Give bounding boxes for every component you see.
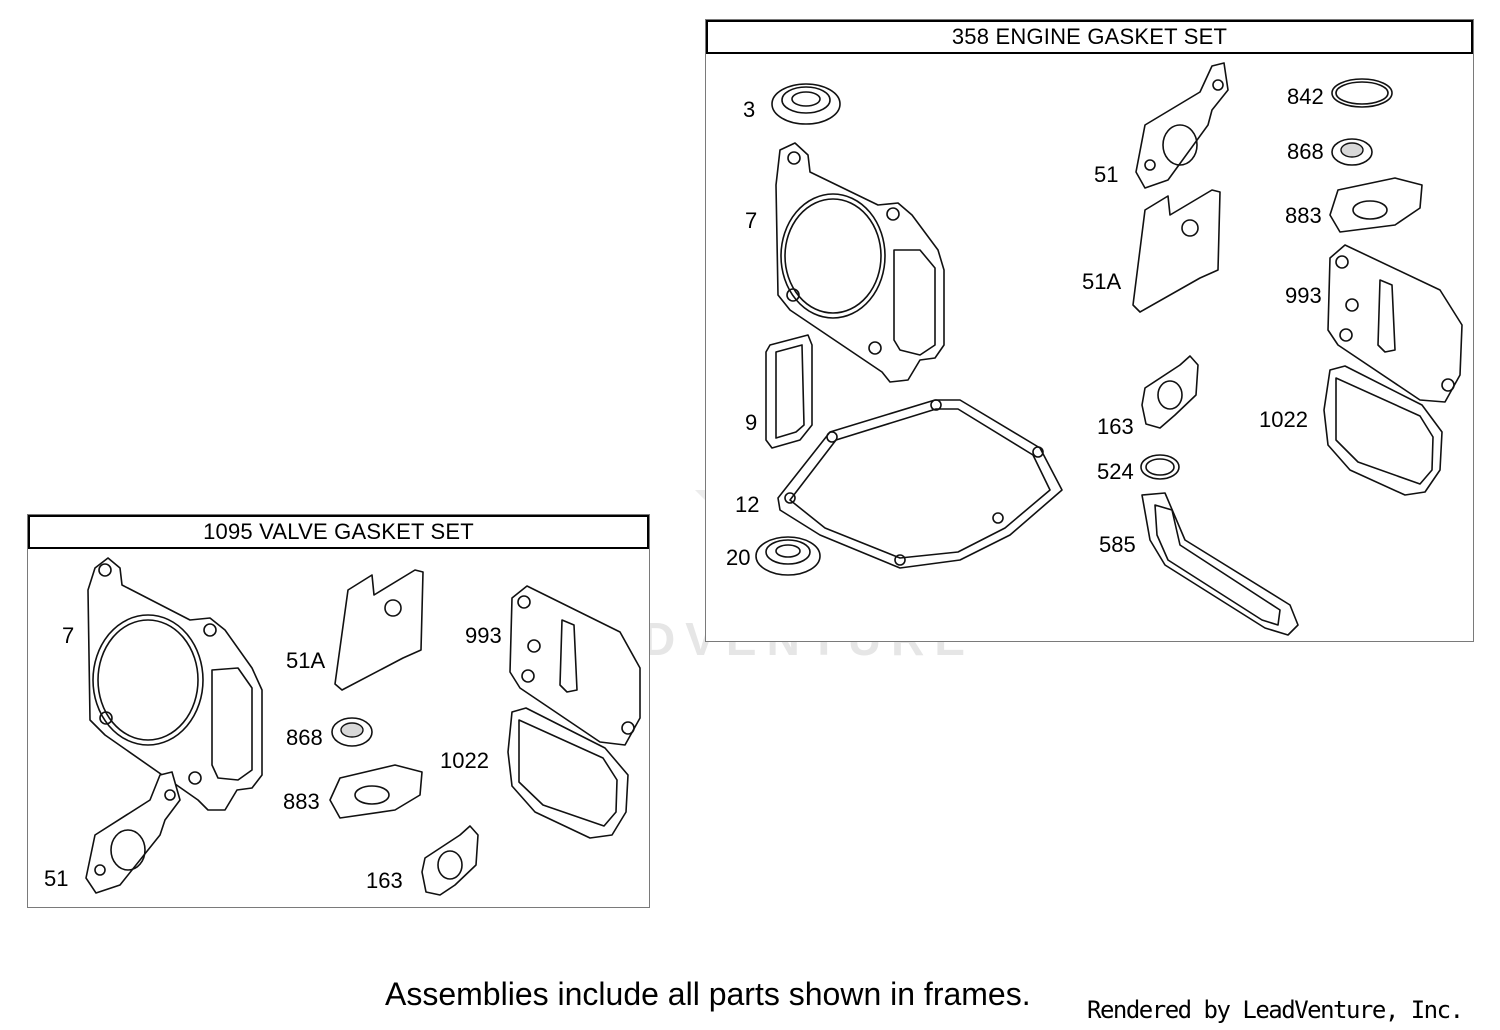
engine-callout-9: 9 — [745, 410, 758, 435]
part-9-gasket — [765, 334, 813, 449]
valve-callout-163: 163 — [366, 868, 403, 893]
part-868-seal — [1331, 138, 1373, 166]
part-1022-gasket — [1323, 365, 1443, 496]
engine-callout-883: 883 — [1285, 203, 1322, 228]
engine-callout-1022: 1022 — [1259, 407, 1308, 432]
part-883-gasket-valve — [329, 764, 423, 819]
part-993-gasket — [1327, 244, 1463, 403]
part-993-gasket-valve — [509, 585, 641, 746]
part-163-gasket — [1141, 355, 1199, 429]
valve-callout-7: 7 — [62, 623, 75, 648]
part-51-gasket-valve — [85, 771, 181, 894]
valve-callout-51: 51 — [44, 866, 69, 891]
part-524-ring — [1140, 454, 1180, 480]
engine-callout-842: 842 — [1287, 84, 1324, 109]
part-51a-plate — [1132, 189, 1221, 313]
rendered-by-credit: Rendered by LeadVenture, Inc. — [1087, 996, 1464, 1024]
part-12-crankcase-gasket — [777, 399, 1063, 569]
part-883-gasket — [1329, 177, 1423, 233]
valve-callout-1022: 1022 — [440, 748, 489, 773]
engine-callout-12: 12 — [735, 492, 760, 517]
part-7-head-gasket-valve — [87, 557, 263, 811]
valve-gasket-set-title: 1095 VALVE GASKET SET — [28, 515, 649, 549]
part-51a-plate-valve — [334, 569, 424, 691]
engine-callout-3: 3 — [743, 97, 756, 122]
engine-callout-868: 868 — [1287, 139, 1324, 164]
engine-callout-585: 585 — [1099, 532, 1136, 557]
engine-callout-993: 993 — [1285, 283, 1322, 308]
valve-callout-993: 993 — [465, 623, 502, 648]
part-51-gasket — [1135, 62, 1229, 189]
part-7-head-gasket — [775, 142, 945, 383]
part-842-ring — [1331, 78, 1393, 108]
part-163-gasket-valve — [421, 825, 479, 896]
engine-callout-20: 20 — [726, 545, 751, 570]
engine-callout-163: 163 — [1097, 414, 1134, 439]
engine-callout-7: 7 — [745, 208, 758, 233]
part-585-gasket — [1141, 492, 1299, 636]
part-3-oil-seal — [771, 83, 841, 125]
engine-callout-524: 524 — [1097, 459, 1134, 484]
valve-callout-883: 883 — [283, 789, 320, 814]
engine-callout-51a: 51A — [1082, 269, 1122, 294]
part-20-oil-seal — [755, 536, 821, 576]
engine-gasket-set-title: 358 ENGINE GASKET SET — [706, 20, 1473, 54]
part-1022-gasket-valve — [507, 707, 629, 839]
part-868-seal-valve — [331, 717, 373, 747]
engine-callout-51: 51 — [1094, 162, 1119, 187]
assemblies-note: Assemblies include all parts shown in fr… — [385, 976, 1031, 1012]
valve-callout-868: 868 — [286, 725, 323, 750]
valve-callout-51a: 51A — [286, 648, 326, 673]
